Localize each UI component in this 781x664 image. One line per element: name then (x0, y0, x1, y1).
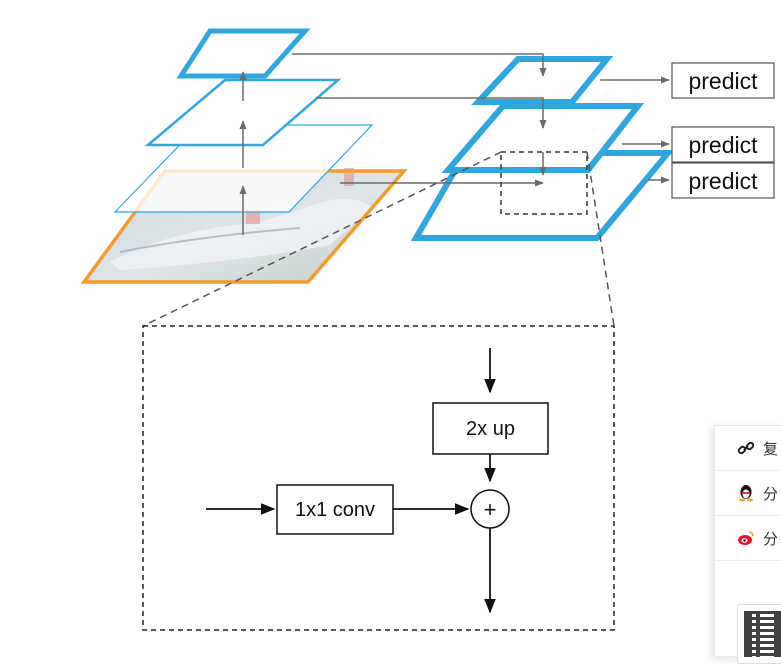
conv-label: 1x1 conv (295, 499, 375, 521)
link-icon (735, 438, 757, 458)
qq-penguin-icon (735, 483, 757, 503)
sum-symbol: + (484, 497, 497, 522)
predict-box: predict (671, 62, 775, 99)
predict-box: predict (671, 162, 775, 199)
copy-link-item[interactable]: 复 (715, 426, 781, 471)
zoom-guide-line (586, 151, 615, 327)
pyramid-level-3 (176, 28, 311, 79)
share-item-label: 复 (763, 439, 779, 458)
upsample-box (432, 402, 549, 455)
qr-code-icon[interactable] (737, 604, 781, 664)
lateral-connection (292, 53, 547, 77)
fpn-diagram: predict predict predict 2x up 1x1 conv + (80, 28, 775, 631)
predict-label: predict (688, 168, 758, 194)
predict-label: predict (688, 68, 758, 94)
detail-block-frame (142, 325, 615, 631)
pyramid-level-2 (144, 78, 342, 147)
predict-box: predict (671, 126, 775, 163)
zoom-region-box (500, 151, 588, 215)
zoom-guide-line (142, 151, 502, 327)
conv-box (276, 484, 394, 535)
share-item-label: 分 (763, 484, 779, 503)
top-down-level-1 (471, 56, 614, 105)
pyramid-level-1 (113, 124, 374, 213)
weibo-icon (735, 528, 757, 548)
share-item-label: 分 (763, 529, 779, 548)
predict-label: predict (688, 132, 758, 158)
share-qq-item[interactable]: 分 (715, 471, 781, 516)
lateral-connection (316, 97, 547, 129)
upsample-label: 2x up (466, 418, 515, 440)
share-weibo-item[interactable]: 分 (715, 516, 781, 561)
share-panel: 复 分 分 (714, 425, 781, 664)
